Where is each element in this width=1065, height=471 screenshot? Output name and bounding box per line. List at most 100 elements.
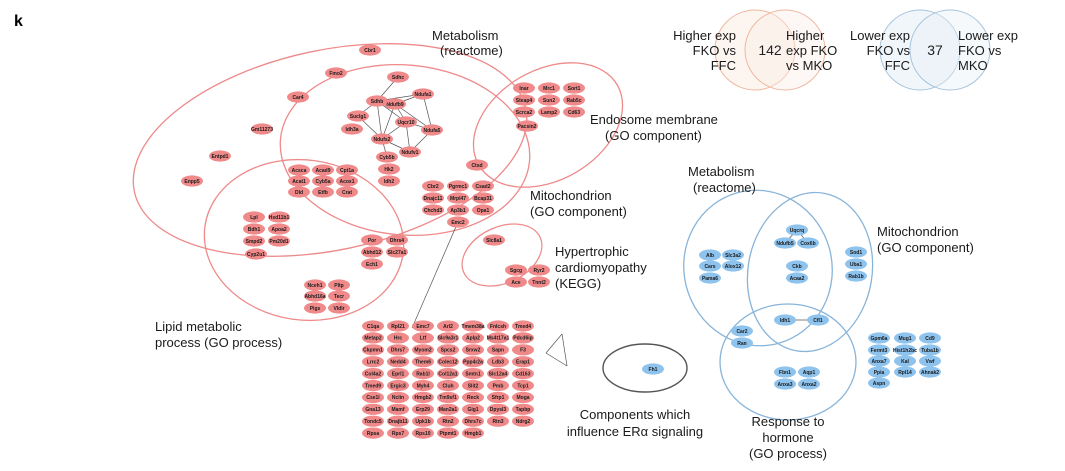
red-gene-node[interactable] (412, 427, 434, 439)
red-gene-node[interactable] (472, 192, 494, 204)
red-gene-node[interactable] (512, 320, 534, 332)
red-gene-node[interactable] (462, 403, 484, 415)
blue-gene-node[interactable] (919, 344, 941, 356)
red-gene-node[interactable] (563, 106, 585, 118)
red-gene-node[interactable] (362, 379, 384, 392)
red-gene-node[interactable] (512, 391, 534, 403)
red-gene-node[interactable] (268, 235, 290, 247)
red-gene-node[interactable] (328, 279, 350, 291)
red-gene-node[interactable] (387, 332, 409, 344)
red-gene-node[interactable] (387, 344, 409, 356)
red-gene-node[interactable] (422, 204, 444, 216)
red-gene-node[interactable] (487, 403, 509, 415)
red-gene-node[interactable] (462, 415, 484, 427)
red-gene-node[interactable] (512, 344, 534, 356)
red-gene-node[interactable] (512, 356, 534, 368)
red-gene-node[interactable] (412, 344, 434, 356)
blue-gene-node[interactable] (919, 355, 941, 367)
red-gene-node[interactable] (288, 186, 310, 198)
red-gene-node[interactable] (412, 332, 434, 344)
red-gene-node[interactable] (512, 403, 534, 415)
red-gene-node[interactable] (437, 379, 459, 392)
red-gene-node[interactable] (359, 44, 381, 56)
blue-gene-node[interactable] (894, 344, 916, 356)
red-gene-node[interactable] (512, 379, 534, 392)
red-gene-node[interactable] (487, 379, 509, 392)
red-gene-node[interactable] (437, 332, 459, 344)
red-gene-node[interactable] (181, 175, 203, 187)
blue-gene-node[interactable] (868, 332, 890, 344)
red-gene-node[interactable] (387, 71, 409, 83)
blue-gene-node[interactable] (868, 377, 890, 389)
red-gene-node[interactable] (371, 133, 393, 145)
red-gene-node[interactable] (462, 332, 484, 344)
red-gene-node[interactable] (462, 344, 484, 356)
red-gene-node[interactable] (462, 379, 484, 392)
red-gene-node[interactable] (384, 98, 406, 110)
red-gene-node[interactable] (378, 175, 400, 187)
red-gene-node[interactable] (412, 391, 434, 403)
red-gene-node[interactable] (472, 180, 494, 192)
red-gene-node[interactable] (376, 151, 398, 163)
red-gene-node[interactable] (387, 415, 409, 427)
red-gene-node[interactable] (466, 159, 488, 171)
red-gene-node[interactable] (462, 427, 484, 439)
red-gene-node[interactable] (243, 223, 265, 235)
red-gene-node[interactable] (209, 150, 231, 162)
red-gene-node[interactable] (447, 192, 469, 204)
blue-gene-node[interactable] (699, 249, 721, 261)
blue-gene-node[interactable] (868, 355, 890, 367)
red-gene-node[interactable] (487, 356, 509, 368)
red-gene-node[interactable] (387, 320, 409, 332)
red-gene-node[interactable] (251, 123, 273, 135)
blue-gene-node[interactable] (845, 258, 867, 270)
red-gene-node[interactable] (362, 344, 384, 356)
red-gene-node[interactable] (487, 320, 509, 332)
red-gene-node[interactable] (336, 164, 358, 176)
red-gene-node[interactable] (361, 246, 383, 258)
red-gene-node[interactable] (437, 427, 459, 439)
red-gene-node[interactable] (487, 332, 509, 344)
red-gene-node[interactable] (462, 391, 484, 403)
red-gene-node[interactable] (336, 186, 358, 198)
blue-gene-node[interactable] (722, 249, 744, 261)
red-gene-node[interactable] (387, 379, 409, 392)
red-gene-node[interactable] (336, 175, 358, 187)
red-gene-node[interactable] (437, 391, 459, 403)
blue-gene-node[interactable] (868, 344, 890, 356)
red-gene-node[interactable] (387, 368, 409, 380)
red-gene-node[interactable] (447, 216, 469, 228)
red-gene-node[interactable] (312, 186, 334, 198)
red-gene-node[interactable] (288, 175, 310, 187)
red-gene-node[interactable] (387, 356, 409, 368)
red-gene-node[interactable] (483, 234, 505, 246)
red-gene-node[interactable] (421, 124, 443, 136)
red-gene-node[interactable] (563, 94, 585, 106)
red-gene-node[interactable] (513, 82, 535, 94)
red-gene-node[interactable] (399, 146, 421, 158)
red-gene-node[interactable] (538, 94, 560, 106)
red-gene-node[interactable] (513, 94, 535, 106)
red-gene-node[interactable] (512, 415, 534, 427)
red-gene-node[interactable] (287, 91, 309, 103)
red-gene-node[interactable] (437, 320, 459, 332)
blue-gene-node[interactable] (797, 237, 819, 249)
red-gene-node[interactable] (538, 82, 560, 94)
red-gene-node[interactable] (312, 164, 334, 176)
red-gene-node[interactable] (505, 264, 527, 276)
red-gene-node[interactable] (487, 344, 509, 356)
blue-gene-node[interactable] (774, 378, 796, 390)
red-gene-node[interactable] (362, 332, 384, 344)
red-gene-node[interactable] (462, 356, 484, 368)
blue-gene-node[interactable] (786, 272, 808, 284)
red-gene-node[interactable] (422, 180, 444, 192)
red-gene-node[interactable] (361, 258, 383, 270)
red-gene-node[interactable] (422, 192, 444, 204)
red-gene-node[interactable] (437, 368, 459, 380)
blue-gene-node[interactable] (731, 325, 753, 337)
blue-gene-node[interactable] (699, 272, 721, 284)
blue-gene-node[interactable] (798, 366, 820, 378)
red-gene-node[interactable] (387, 427, 409, 439)
red-gene-node[interactable] (412, 379, 434, 392)
blue-gene-node[interactable] (786, 260, 808, 272)
